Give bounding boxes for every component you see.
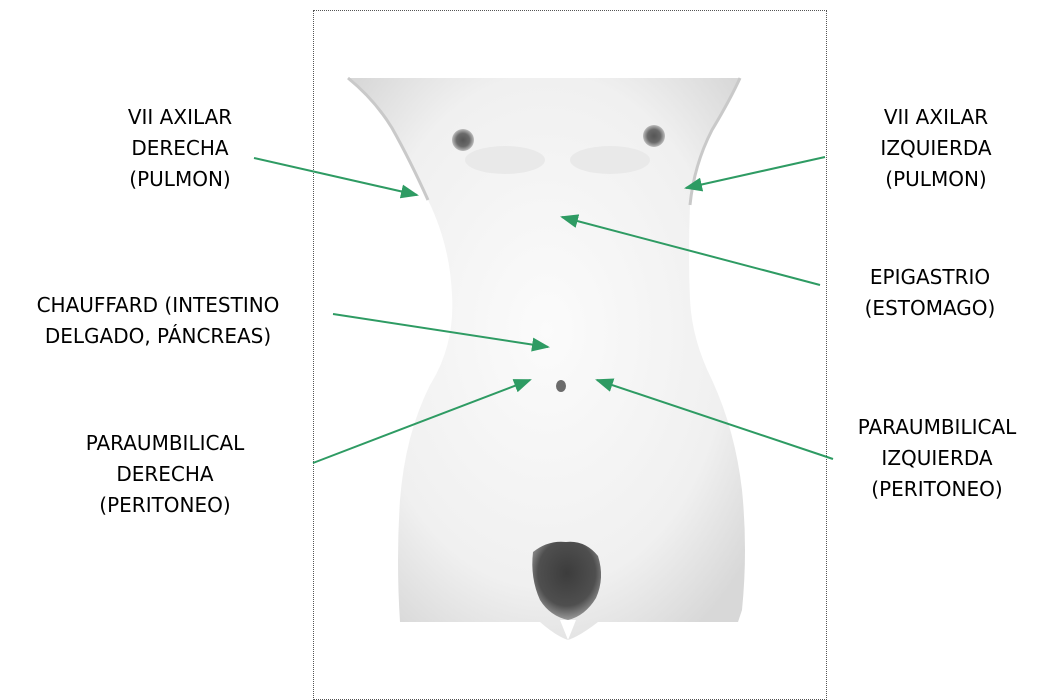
label-epigastrio: EPIGASTRIO (ESTOMAGO): [830, 262, 1030, 324]
navel: [556, 380, 566, 392]
label-vii-axilar-derecha: VII AXILAR DERECHA (PULMON): [70, 102, 290, 195]
label-paraumbilical-izquierda: PARAUMBILICAL IZQUIERDA (PERITONEO): [835, 412, 1039, 505]
label-paraumbilical-derecha: PARAUMBILICAL DERECHA (PERITONEO): [50, 428, 280, 521]
left-nipple: [643, 125, 665, 147]
label-chauffard: CHAUFFARD (INTESTINO DELGADO, PÁNCREAS): [0, 290, 316, 352]
label-vii-axilar-izquierda: VII AXILAR IZQUIERDA (PULMON): [836, 102, 1036, 195]
right-nipple: [452, 129, 474, 151]
